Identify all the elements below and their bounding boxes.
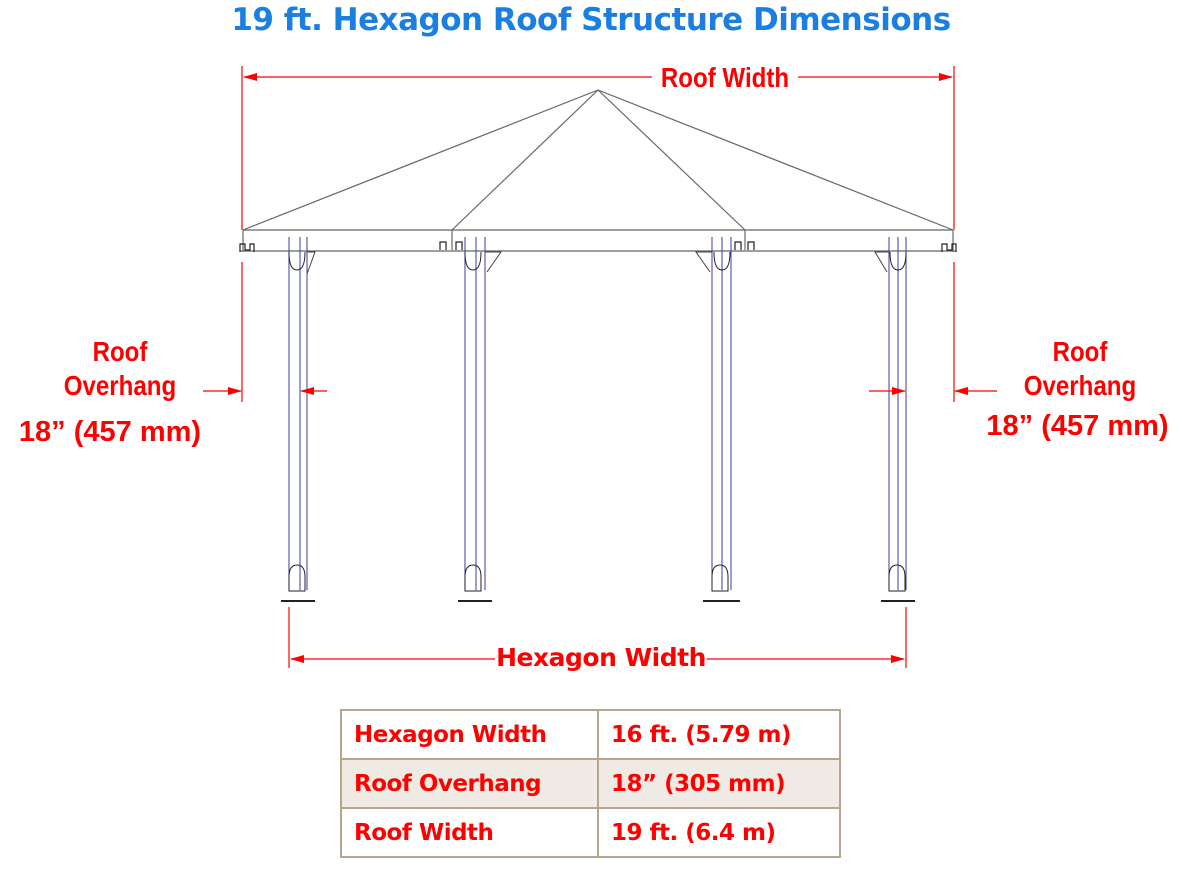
- page-title: 19 ft. Hexagon Roof Structure Dimensions: [231, 2, 951, 38]
- post-1: [281, 237, 316, 602]
- overhang-dimensions: [203, 262, 997, 402]
- roof-outline: [240, 89, 956, 252]
- right-overhang-label-line2: Overhang: [1023, 370, 1137, 401]
- spec-label: Roof Overhang: [340, 758, 599, 809]
- gutter-brackets: [239, 241, 957, 252]
- dimension-spec-table: Hexagon Width 16 ft. (5.79 m) Roof Overh…: [340, 709, 841, 858]
- spec-label: Hexagon Width: [340, 709, 599, 760]
- post-4: [874, 237, 915, 602]
- table-row: Roof Overhang 18” (305 mm): [340, 758, 841, 809]
- table-row: Roof Width 19 ft. (6.4 m): [340, 807, 841, 858]
- spec-label: Roof Width: [340, 807, 599, 858]
- right-overhang-value: 18” (457 mm): [986, 410, 1169, 442]
- roof-width-label: Roof Width: [651, 64, 799, 92]
- post-3: [695, 237, 740, 602]
- left-overhang-label-line2: Overhang: [63, 370, 177, 401]
- left-overhang-value: 18” (457 mm): [18, 416, 202, 448]
- spec-value: 16 ft. (5.79 m): [597, 709, 841, 760]
- left-overhang-label-line1: Roof: [92, 336, 148, 367]
- spec-value: 18” (305 mm): [597, 758, 841, 809]
- right-overhang-label-line1: Roof: [1052, 336, 1108, 367]
- hexagon-width-label: Hexagon Width: [495, 643, 707, 672]
- spec-value: 19 ft. (6.4 m): [597, 807, 841, 858]
- post-2: [458, 237, 502, 602]
- table-row: Hexagon Width 16 ft. (5.79 m): [340, 709, 841, 760]
